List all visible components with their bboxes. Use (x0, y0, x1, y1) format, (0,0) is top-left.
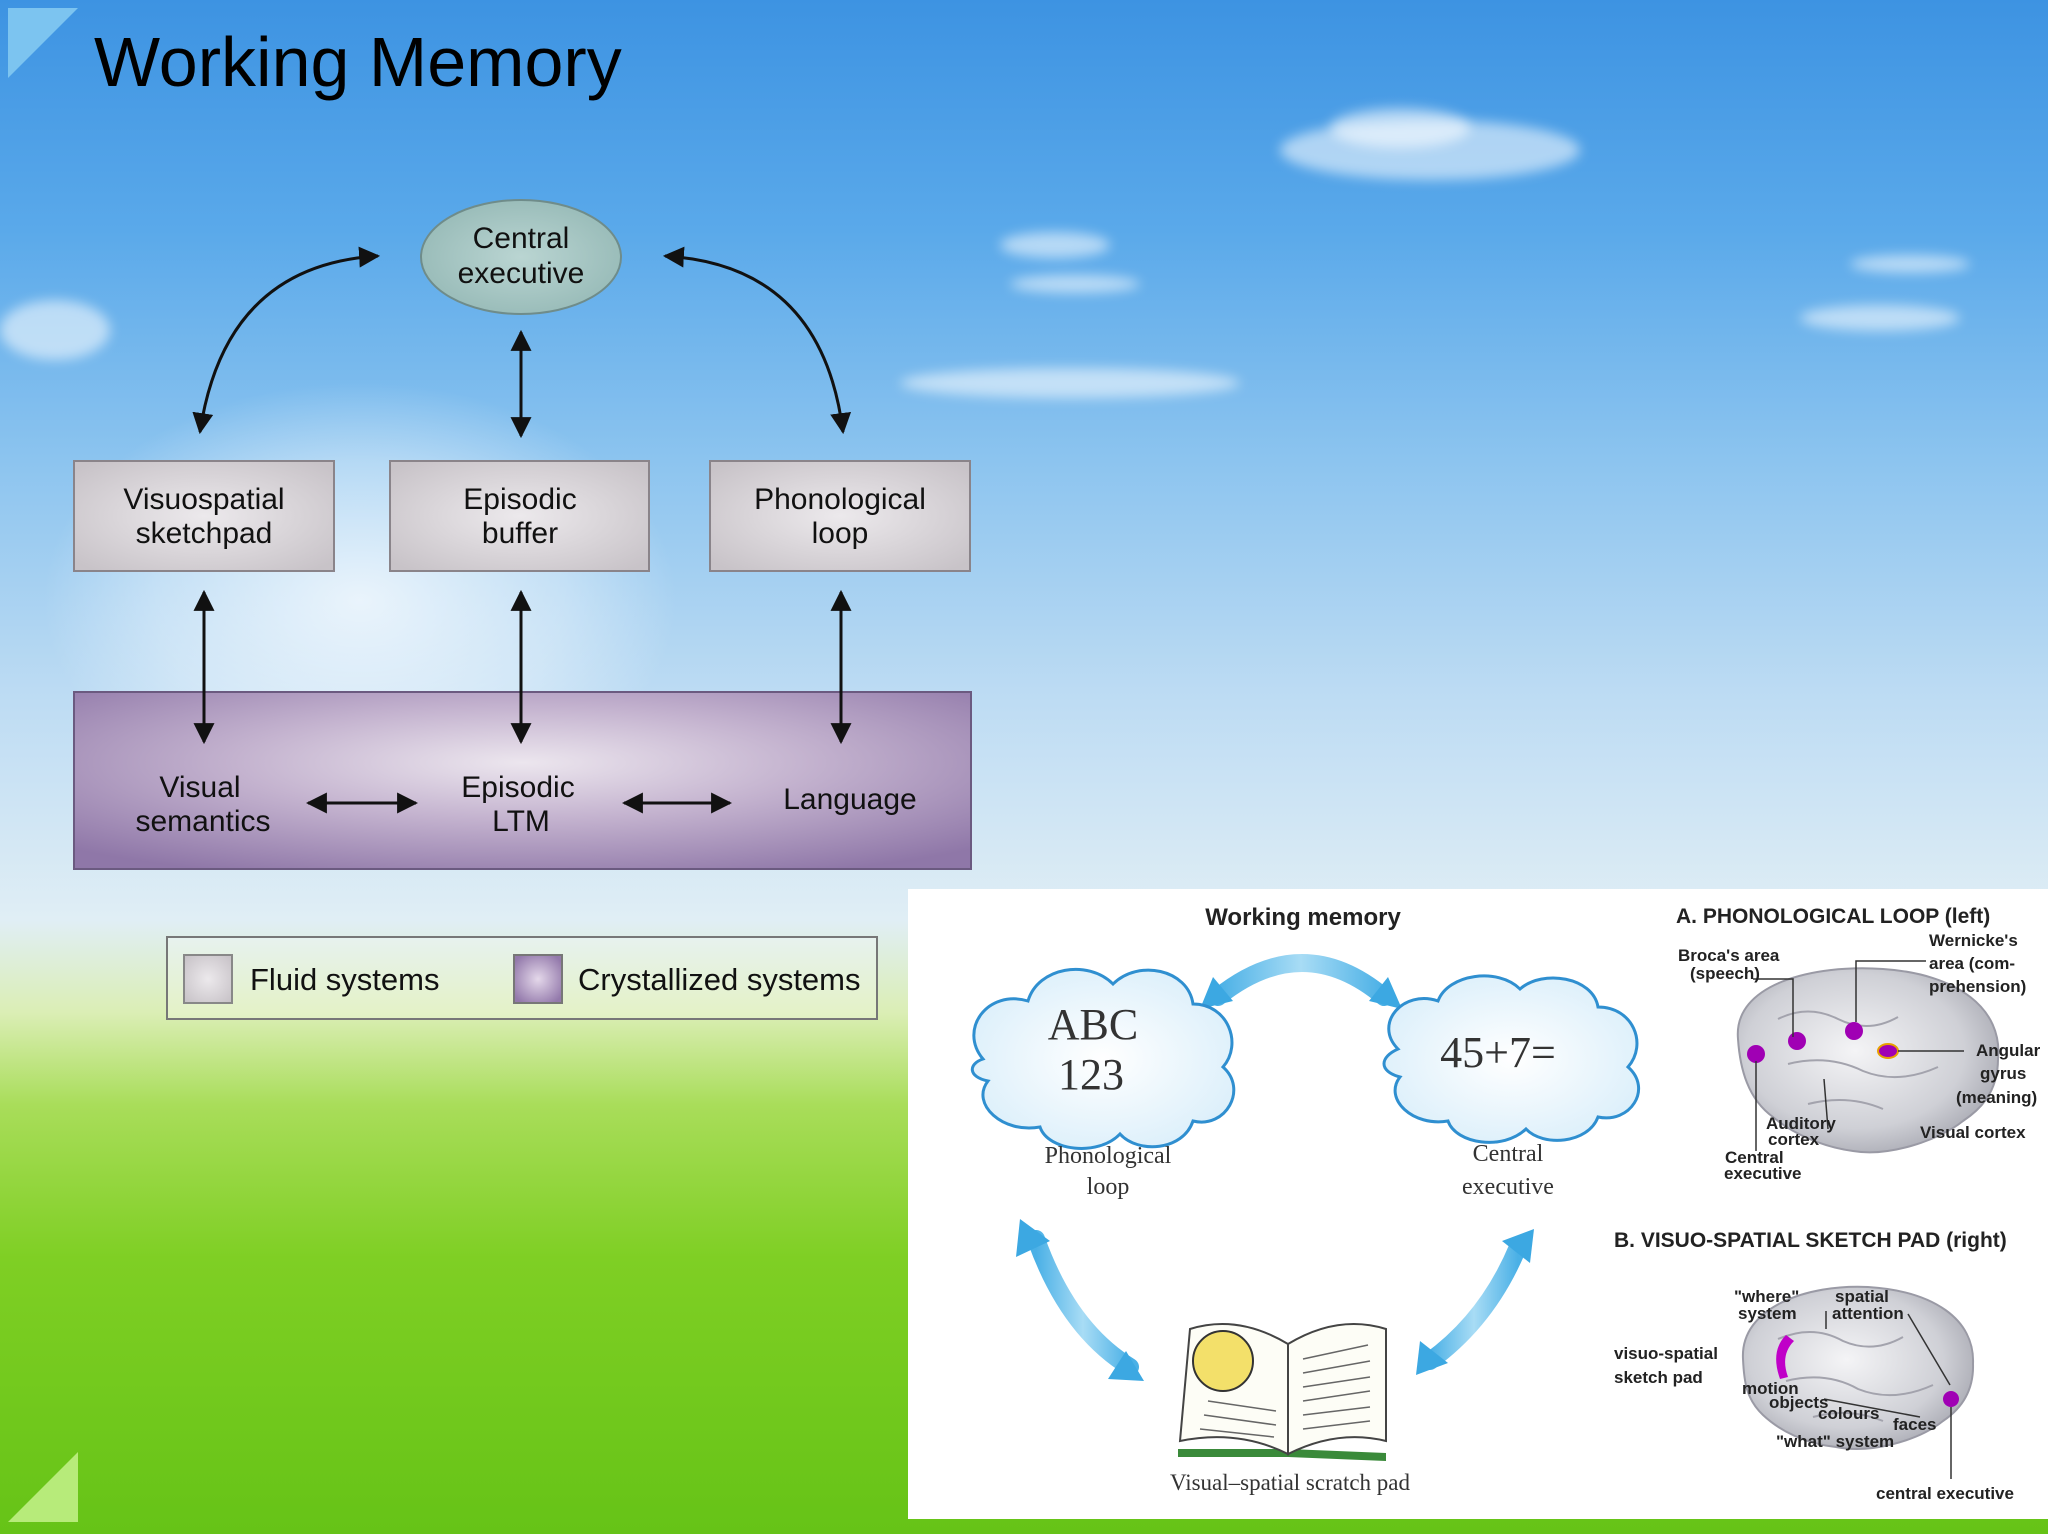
section-a-title: A. PHONOLOGICAL LOOP (left) (1676, 905, 1990, 928)
legend-fluid-label: Fluid systems (250, 962, 439, 997)
broca-dot (1788, 1032, 1806, 1050)
sketch-line1: visuo-spatial (1614, 1344, 1718, 1363)
visuospatial-line1: Visuospatial (123, 483, 284, 516)
digits-text: 123 (1058, 1050, 1124, 1099)
legend-crystallized-label: Crystallized systems (578, 962, 861, 997)
executive-label-line2: executive (1462, 1174, 1554, 1200)
language-label: Language (783, 783, 916, 816)
phonological-line1: Phonological (754, 483, 926, 516)
phonological-loop-box: Phonological loop (709, 460, 971, 572)
sky-cloud (1000, 232, 1110, 258)
legend: Fluid systems Crystallized systems (166, 936, 878, 1020)
angular-line3: (meaning) (1956, 1088, 2037, 1107)
sketch-pad-region (1776, 1335, 1794, 1379)
arrowhead-left (1200, 977, 1233, 1009)
working-memory-illustration: Working memory ABC 123 Phonological loop… (970, 904, 2041, 1503)
arrow-executive-phonological (662, 246, 852, 435)
arrow-phonological-executive (1209, 954, 1393, 1006)
where-line2: system (1738, 1304, 1797, 1323)
phonological-label-line1: Phonological (1045, 1143, 1172, 1169)
sky-cloud (1330, 108, 1470, 148)
legend-fluid-swatch (183, 954, 233, 1004)
phonological-line2: loop (812, 517, 869, 550)
phonological-loop-cloud: ABC 123 (970, 967, 1236, 1150)
angular-line1: Angular (1976, 1041, 2041, 1060)
scratch-pad-book (1178, 1323, 1387, 1461)
sky-cloud (1850, 255, 1970, 273)
motion-label: motion (1742, 1379, 1799, 1398)
central-executive-dot (1747, 1045, 1765, 1063)
arrow-phonological-scratchpad (1027, 1230, 1139, 1376)
arrow-executive-visuospatial (192, 246, 381, 435)
wernicke-line1: Wernicke's (1929, 931, 2018, 950)
wernicke-dot (1845, 1022, 1863, 1040)
left-brain-illustration (1736, 967, 2000, 1154)
visual-semantics-line1: Visual (159, 771, 240, 804)
colours-label: colours (1818, 1404, 1879, 1423)
where-line1: "where" (1734, 1287, 1799, 1306)
arrowhead-ll-bottom (1108, 1351, 1144, 1381)
arrowhead-ll-top (1016, 1219, 1050, 1257)
sky-cloud (1800, 305, 1960, 331)
spatial-line1: spatial (1835, 1287, 1889, 1306)
arrowhead-lr-top (1502, 1229, 1534, 1263)
central-executive-node: Central executive (420, 199, 622, 315)
visual-semantics-line2: semantics (135, 805, 270, 838)
auditory-line2: cortex (1768, 1130, 1820, 1149)
central-a-line2: executive (1724, 1164, 1802, 1183)
angular-gyrus-dot (1877, 1043, 1899, 1059)
visual-cortex-label: Visual cortex (1920, 1123, 2026, 1142)
central-executive-dot-b (1943, 1391, 1959, 1407)
working-memory-illustration-panel: Working memory ABC 123 Phonological loop… (908, 889, 2048, 1519)
legend-crystallized-swatch (513, 954, 563, 1004)
corner-decoration (8, 8, 78, 78)
broca-line1: Broca's area (1678, 946, 1780, 965)
sketch-line2: sketch pad (1614, 1368, 1703, 1387)
episodic-ltm-line1: Episodic (461, 771, 574, 804)
wernicke-line2: area (com- (1929, 954, 2015, 973)
angular-line2: gyrus (1980, 1064, 2026, 1083)
episodic-buffer-box: Episodic buffer (389, 460, 650, 572)
arrowhead-right (1369, 977, 1402, 1009)
abc-text: ABC (1048, 1000, 1138, 1049)
section-b-title: B. VISUO-SPATIAL SKETCH PAD (right) (1614, 1229, 2007, 1252)
what-label: "what" system (1776, 1432, 1894, 1451)
central-b-label: central executive (1876, 1484, 2014, 1503)
visuospatial-sketchpad-box: Visuospatial sketchpad (73, 460, 335, 572)
wernicke-line3: prehension) (1929, 977, 2026, 996)
spatial-line2: attention (1832, 1304, 1904, 1323)
central-executive-line2: executive (458, 257, 585, 290)
slide-title: Working Memory (94, 23, 622, 101)
episodic-ltm-line2: LTM (492, 805, 550, 838)
episodic-buffer-line1: Episodic (463, 483, 576, 516)
working-memory-model-diagram: Central executive Visuospatial sketchpad… (73, 199, 972, 1020)
arrow-executive-scratchpad (1421, 1238, 1527, 1370)
broca-line2: (speech) (1690, 964, 1760, 983)
executive-label-line1: Central (1473, 1141, 1544, 1167)
corner-decoration (8, 1452, 78, 1522)
section-a-leader-lines (1753, 960, 1964, 1151)
central-executive-line1: Central (473, 222, 570, 255)
objects-label: objects (1769, 1393, 1829, 1412)
section-b-leader-lines (1823, 1311, 1952, 1479)
central-a-line1: Central (1725, 1148, 1784, 1167)
sky-cloud (0, 300, 110, 360)
phonological-label-line2: loop (1087, 1174, 1130, 1200)
faces-label: faces (1893, 1415, 1936, 1434)
arithmetic-text: 45+7= (1440, 1028, 1556, 1077)
central-executive-cloud: 45+7= (1382, 974, 1641, 1144)
scratch-pad-label: Visual–spatial scratch pad (1170, 1470, 1411, 1495)
visuospatial-line2: sketchpad (136, 517, 273, 550)
sky-cloud (1010, 275, 1140, 293)
working-memory-heading: Working memory (1205, 904, 1401, 931)
episodic-buffer-line2: buffer (482, 517, 558, 550)
arrowhead-lr-bottom (1416, 1341, 1448, 1375)
auditory-line1: Auditory (1766, 1114, 1836, 1133)
sky-cloud (900, 368, 1240, 398)
